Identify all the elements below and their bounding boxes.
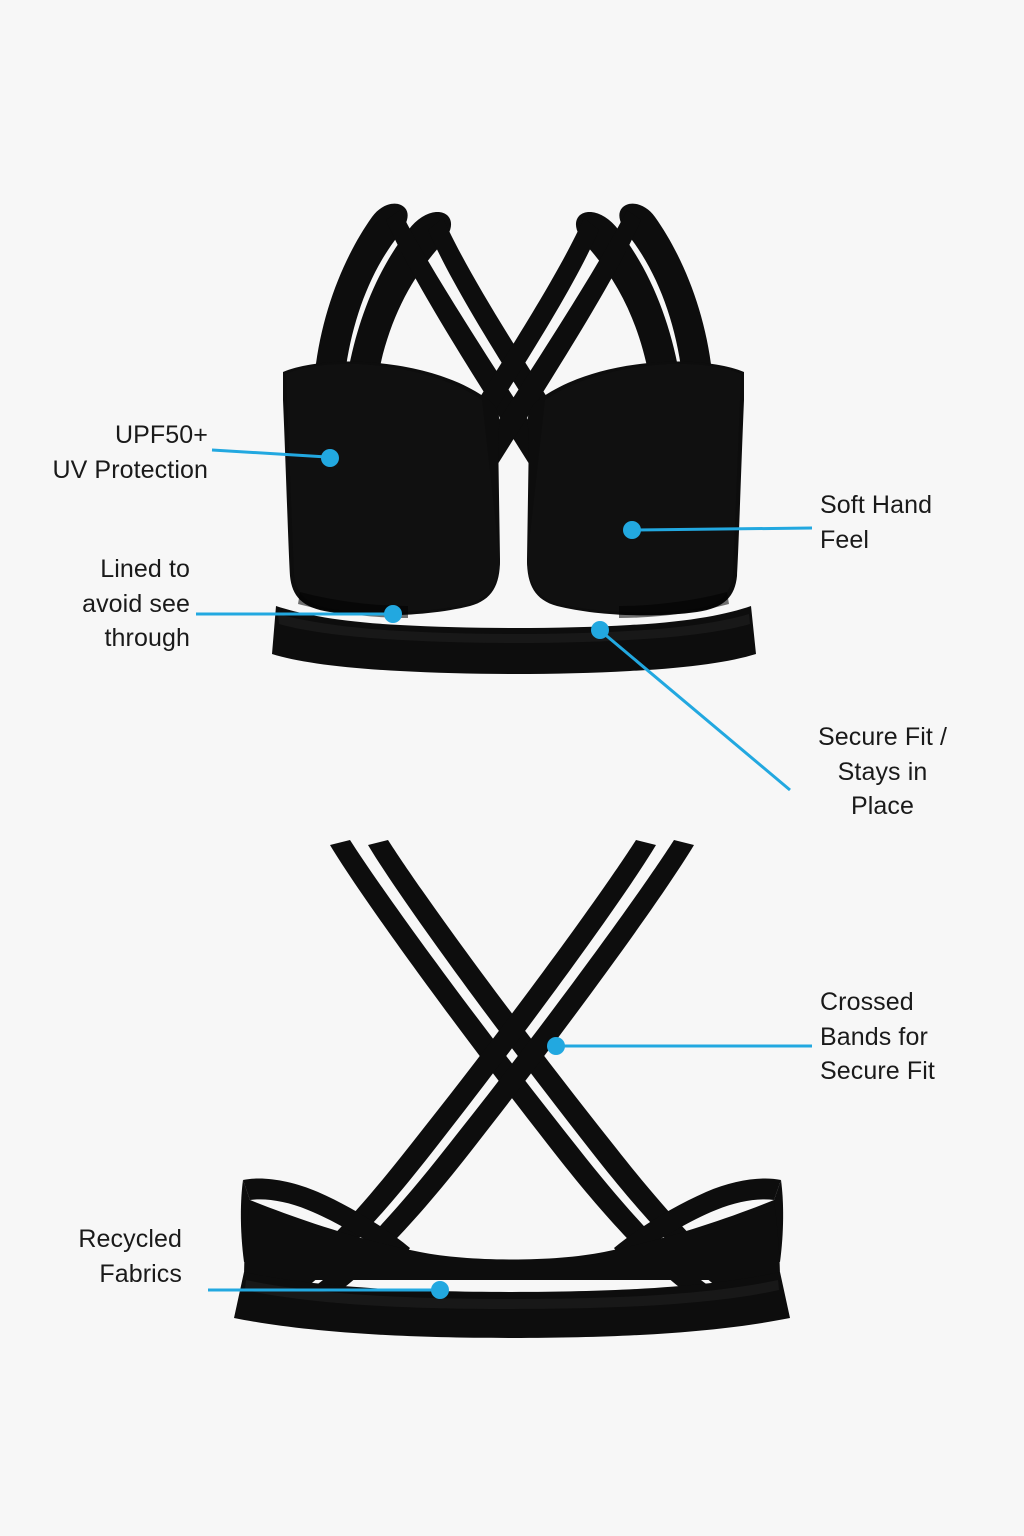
leader-secure-fit [601, 630, 791, 792]
callout-crossed-bands: Crossed Bands for Secure Fit [820, 988, 935, 1085]
dot-recycled-fabrics [431, 1281, 449, 1299]
callout-soft-hand-feel: Soft Hand Feel [820, 491, 933, 554]
callout-leaders [196, 448, 813, 1292]
dot-secure-fit [591, 621, 609, 639]
front-view-garment [272, 203, 756, 674]
callout-secure-fit: Secure Fit / Stays in Place [817, 723, 948, 820]
callout-recycled-fabrics: Recycled Fabrics [78, 1225, 182, 1288]
dot-soft-hand-feel [623, 521, 641, 539]
dot-lined-to-avoid-see-through [384, 605, 402, 623]
dot-upf-protection [321, 449, 339, 467]
dot-crossed-bands [547, 1037, 565, 1055]
callout-lined-to-avoid-see-through: Lined to avoid see through [82, 555, 190, 652]
leader-soft-hand-feel [635, 526, 813, 532]
callout-dots [321, 449, 641, 1299]
back-view-garment [234, 840, 790, 1338]
leader-upf-protection [211, 448, 328, 459]
callout-upf-protection: UPF50+ UV Protection [52, 421, 208, 484]
